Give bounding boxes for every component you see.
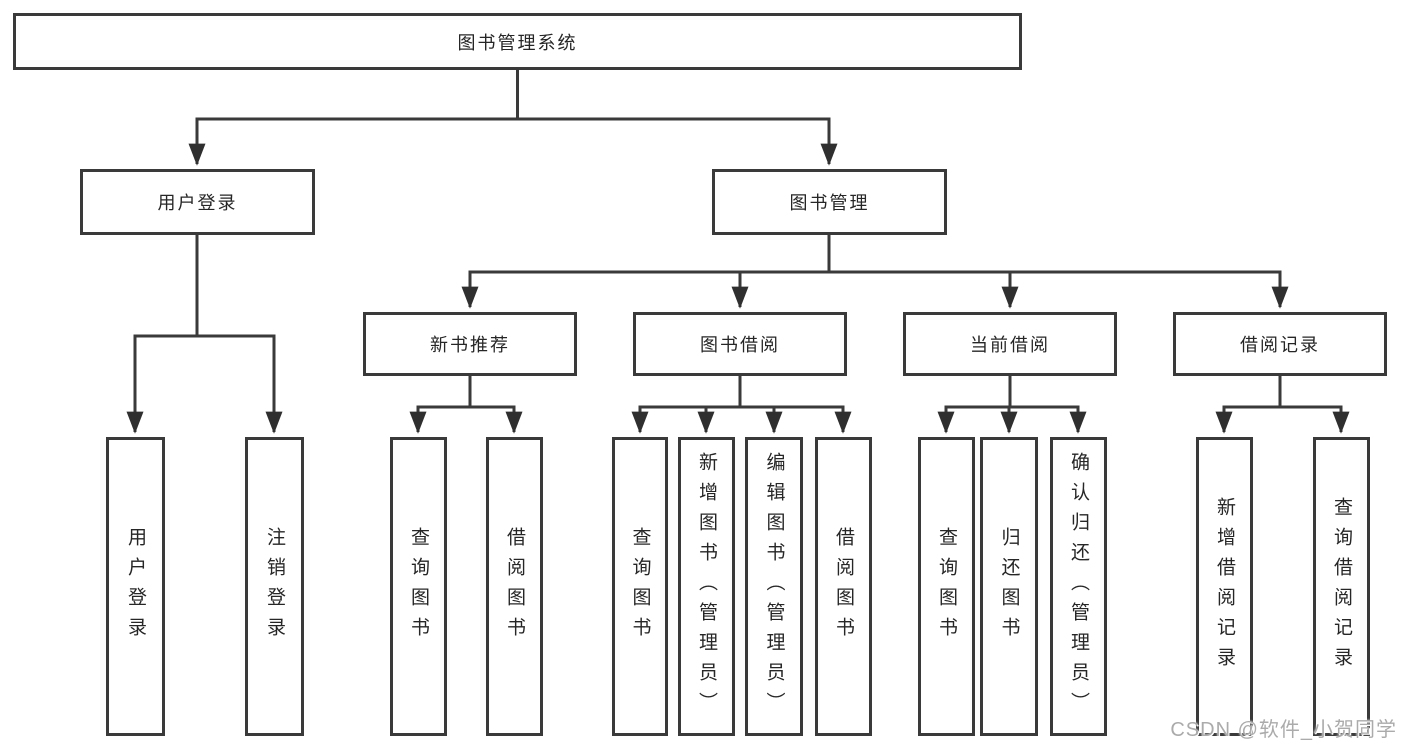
node-leaf-user-login-label: 用户登录 <box>125 526 146 647</box>
node-leaf-query-books-borrow-label: 查询图书 <box>629 526 651 647</box>
node-leaf-borrow-books: 借阅图书 <box>815 437 872 736</box>
node-leaf-borrow-books-recommend-label: 借阅图书 <box>504 526 525 647</box>
node-leaf-logout: 注销登录 <box>245 437 304 736</box>
node-current-borrow-label: 当前借阅 <box>970 335 1050 355</box>
node-leaf-add-borrow-record: 新增借阅记录 <box>1196 437 1253 736</box>
node-user-login: 用户登录 <box>80 169 315 235</box>
node-borrow-record-label: 借阅记录 <box>1240 335 1320 355</box>
node-leaf-query-books-recommend-label: 查询图书 <box>408 526 429 647</box>
node-leaf-logout-label: 注销登录 <box>264 526 285 647</box>
node-leaf-query-books-current-label: 查询图书 <box>936 526 957 647</box>
node-root-library-system: 图书管理系统 <box>13 13 1022 70</box>
node-leaf-borrow-books-label: 借阅图书 <box>833 526 854 647</box>
node-leaf-query-borrow-record-label: 查询借阅记录 <box>1331 496 1352 677</box>
node-leaf-edit-books-admin-label: 编辑图书（管理员） <box>763 451 785 722</box>
node-leaf-query-books-recommend: 查询图书 <box>390 437 447 736</box>
node-leaf-add-books-admin: 新增图书（管理员） <box>678 437 735 736</box>
node-book-borrow: 图书借阅 <box>633 312 847 376</box>
node-leaf-add-books-admin-label: 新增图书（管理员） <box>696 451 717 722</box>
node-leaf-borrow-books-recommend: 借阅图书 <box>486 437 543 736</box>
node-book-management: 图书管理 <box>712 169 947 235</box>
node-leaf-edit-books-admin: 编辑图书（管理员） <box>745 437 803 736</box>
node-leaf-confirm-return-admin-label: 确认归还（管理员） <box>1068 451 1089 722</box>
node-book-management-label: 图书管理 <box>789 193 870 213</box>
node-root-label: 图书管理系统 <box>457 32 578 53</box>
node-leaf-query-borrow-record: 查询借阅记录 <box>1313 437 1370 736</box>
node-new-book-recommend: 新书推荐 <box>363 312 577 376</box>
node-leaf-return-books: 归还图书 <box>980 437 1038 736</box>
node-leaf-user-login: 用户登录 <box>106 437 165 736</box>
node-leaf-query-books-borrow: 查询图书 <box>612 437 668 736</box>
node-leaf-confirm-return-admin: 确认归还（管理员） <box>1050 437 1107 736</box>
node-new-book-recommend-label: 新书推荐 <box>430 335 510 355</box>
node-user-login-label: 用户登录 <box>157 193 238 213</box>
node-leaf-query-books-current: 查询图书 <box>918 437 975 736</box>
node-borrow-record: 借阅记录 <box>1173 312 1387 376</box>
node-current-borrow: 当前借阅 <box>903 312 1117 376</box>
node-book-borrow-label: 图书借阅 <box>700 335 780 355</box>
csdn-watermark: CSDN @软件_小贺同学 <box>1170 719 1397 741</box>
node-leaf-return-books-label: 归还图书 <box>998 526 1020 647</box>
node-leaf-add-borrow-record-label: 新增借阅记录 <box>1214 496 1235 677</box>
